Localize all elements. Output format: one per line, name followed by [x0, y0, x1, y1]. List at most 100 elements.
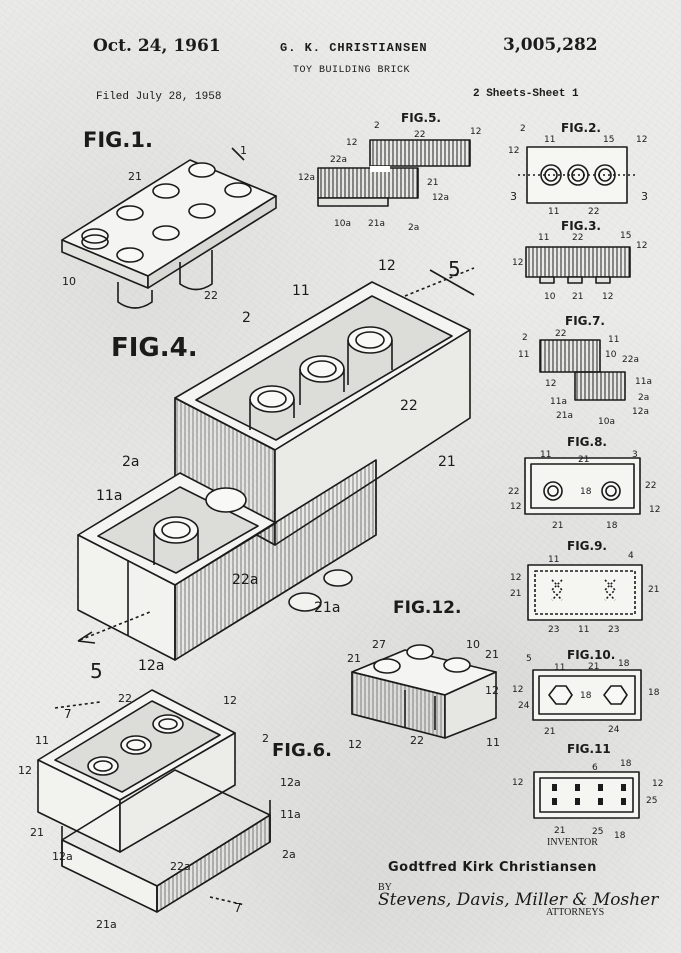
ref-18-fig8: 18	[580, 487, 592, 497]
ref-11-fig7b: 11	[518, 350, 529, 360]
ref-18-fig10c: 18	[648, 688, 660, 698]
fig9-label: FIG.9.	[567, 539, 607, 553]
ref-4-fig9: 4	[628, 551, 634, 561]
ref-12-fig2: 12	[636, 135, 647, 145]
ref-7-top: 7	[64, 707, 72, 721]
ref-11a-fig4: 11a	[96, 488, 122, 504]
fig1-brick-drawing	[61, 147, 277, 309]
fig2-label: FIG.2.	[561, 121, 601, 135]
ref-2-fig5: 2	[374, 121, 380, 131]
fig4-label: FIG.4.	[111, 333, 198, 363]
ref-11-fig2b: 11	[548, 207, 559, 217]
fig6-label: FIG.6.	[272, 740, 332, 761]
ref-11-fig2: 11	[544, 135, 555, 145]
ref-2-fig7: 2	[522, 333, 528, 343]
ref-22-fig8: 22	[508, 487, 519, 497]
ref-12-fig3: 12	[636, 241, 647, 251]
ref-2a-fig7: 2a	[638, 393, 649, 403]
ref-2-fig2: 2	[520, 124, 526, 134]
fig10-drawing	[532, 669, 642, 721]
ref-11-fig12: 11	[486, 736, 500, 749]
ref-21-fig8b: 21	[552, 521, 563, 531]
ref-3-left: 3	[510, 190, 517, 203]
fig11-drawing	[533, 771, 640, 819]
patent-number: 3,005,282	[503, 35, 598, 55]
ref-22-fig8b: 22	[645, 481, 656, 491]
ref-11-fig9: 11	[548, 555, 559, 565]
ref-21-fig5: 21	[427, 178, 438, 188]
ref-10-fig1: 10	[62, 275, 76, 288]
ref-11-fig4: 11	[292, 283, 310, 299]
ref-10-fig7: 10	[605, 350, 617, 360]
ref-12-fig11: 12	[512, 778, 523, 788]
ref-21-fig12b: 21	[485, 648, 499, 661]
ref-11-fig8: 11	[540, 450, 551, 460]
ref-22-fig12: 22	[410, 734, 424, 747]
ref-22-fig3: 22	[572, 233, 583, 243]
ref-10-fig12: 10	[466, 638, 480, 651]
ref-2a-fig4: 2a	[122, 454, 140, 470]
ref-21-fig10: 21	[588, 662, 599, 672]
ref-10a-fig7: 10a	[598, 417, 615, 427]
ref-11a-fig6: 11a	[280, 808, 301, 821]
ref-12-fig8b: 12	[649, 505, 660, 515]
fig4-brick-drawing	[77, 267, 475, 661]
ref-18-fig10: 18	[618, 659, 630, 669]
ref-12-fig3b: 12	[512, 258, 523, 268]
ref-11a-fig7b: 11a	[550, 397, 567, 407]
ref-22-fig6: 22	[118, 692, 132, 705]
ref-22a-fig7: 22a	[622, 355, 639, 365]
fig12-drawing	[351, 644, 497, 739]
ref-2-fig4: 2	[242, 310, 251, 326]
fig2-drawing	[518, 146, 636, 204]
fig5-section-drawing	[317, 139, 471, 207]
ref-22-fig2: 22	[588, 207, 599, 217]
ref-12-fig12: 12	[485, 684, 499, 697]
ref-12-fig3c: 12	[602, 292, 613, 302]
inventor-label: INVENTOR	[547, 837, 598, 848]
fig8-label: FIG.8.	[567, 435, 607, 449]
ref-3-fig8: 3	[632, 450, 638, 460]
ref-21-fig8: 21	[578, 455, 589, 465]
ref-15-fig2: 15	[603, 135, 614, 145]
ref-22-fig1: 22	[204, 289, 218, 302]
ref-18-fig8b: 18	[606, 521, 618, 531]
ref-25-fig11: 25	[646, 796, 657, 806]
fig6-drawing	[37, 689, 271, 913]
ref-15-fig3: 15	[620, 231, 631, 241]
ref-12a-fig6: 12a	[280, 776, 301, 789]
ref-12a-fig7: 12a	[632, 407, 649, 417]
ref-21-fig12: 21	[347, 652, 361, 665]
fig8-drawing	[524, 457, 641, 515]
inventor-name: Godtfred Kirk Christiansen	[388, 860, 597, 875]
ref-5-top: 5	[448, 257, 461, 281]
attorneys-signature: Stevens, Davis, Miller & Mosher	[378, 890, 659, 910]
ref-12-fig5b: 12	[346, 138, 357, 148]
ref-21-fig10b: 21	[544, 727, 555, 737]
fig3-label: FIG.3.	[561, 219, 601, 233]
ref-21a-fig6: 21a	[96, 918, 117, 931]
ref-2a-fig5: 2a	[408, 223, 419, 233]
fig5-label: FIG.5.	[401, 111, 441, 125]
ref-11-fig6: 11	[35, 734, 49, 747]
ref-21a-fig5: 21a	[368, 219, 385, 229]
patent-date: Oct. 24, 1961	[93, 36, 221, 56]
fig11-label: FIG.11	[567, 742, 611, 756]
by-label: BY	[378, 882, 392, 893]
ref-5-fig10: 5	[526, 654, 532, 664]
ref-12-fig6b: 12	[18, 764, 32, 777]
ref-7-bottom: 7	[234, 901, 242, 915]
ref-21-fig9b: 21	[648, 585, 659, 595]
fig1-label: FIG.1.	[83, 128, 153, 152]
ref-12-fig10: 12	[512, 685, 523, 695]
ref-6-fig11: 6	[592, 763, 598, 773]
ref-3-right: 3	[641, 190, 648, 203]
ref-12-fig9: 12	[510, 573, 521, 583]
ref-18-fig11b: 18	[614, 831, 626, 841]
ref-5-bottom: 5	[90, 659, 103, 683]
ref-12a-fig6b: 12a	[52, 850, 73, 863]
ref-10-fig3: 10	[544, 292, 556, 302]
ref-21-fig3: 21	[572, 292, 583, 302]
ref-1: 1	[240, 144, 247, 157]
